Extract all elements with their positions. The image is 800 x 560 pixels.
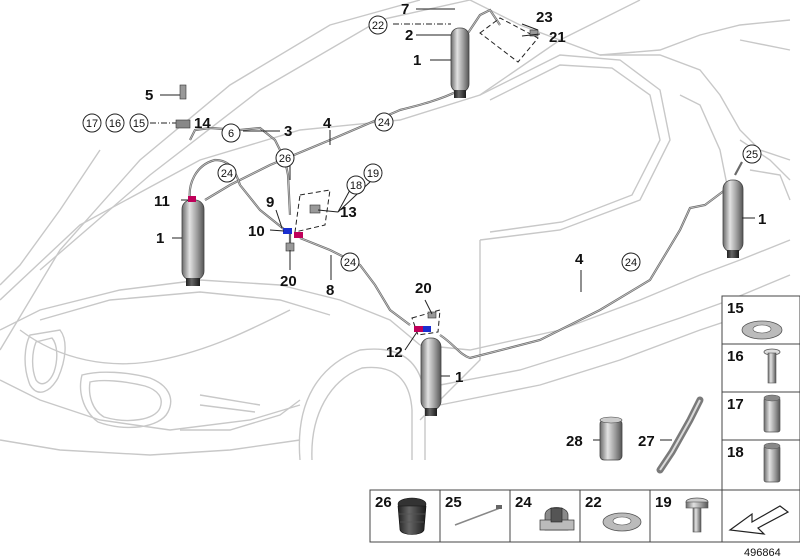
bottom-legend: 26 25 24 22 19 xyxy=(369,489,800,543)
circled-callouts: 22 17 16 15 6 24 26 24 19 18 24 24 25 xyxy=(82,15,762,272)
callout-9: 9 xyxy=(266,194,274,211)
callout-15: 15 xyxy=(133,118,145,130)
callout-17: 17 xyxy=(86,118,98,130)
air-line-routing xyxy=(188,8,743,360)
arrow-symbol-icon xyxy=(728,505,790,535)
callout-1-front-left: 1 xyxy=(156,230,164,247)
part-28-sleeve xyxy=(599,416,623,461)
rivet-nut-part-17 xyxy=(763,394,781,433)
callout-5: 5 xyxy=(145,87,153,104)
callout-19: 19 xyxy=(367,168,379,180)
callout-28: 28 xyxy=(566,433,583,450)
callout-4-lower: 4 xyxy=(575,251,584,268)
rivet-nut-part-18 xyxy=(763,442,781,483)
air-spring-strut-front-right xyxy=(420,337,442,416)
callout-22: 22 xyxy=(372,20,384,32)
diagram-reference-number: 496864 xyxy=(744,547,781,559)
legend-label-26: 26 xyxy=(375,494,392,511)
legend-label-16: 16 xyxy=(727,348,744,365)
line-connectors xyxy=(175,29,539,332)
callout-21: 21 xyxy=(549,29,566,46)
callout-4-upper: 4 xyxy=(323,115,332,132)
car-outline xyxy=(0,0,791,461)
bolt-part-19 xyxy=(685,497,709,533)
washer-part-15 xyxy=(741,320,783,340)
callout-1-rear-upper: 1 xyxy=(413,52,421,69)
callout-20-left: 20 xyxy=(280,273,297,290)
callout-11: 11 xyxy=(154,193,170,210)
callout-25: 25 xyxy=(746,149,758,161)
legend-label-15: 15 xyxy=(727,300,744,317)
callout-18: 18 xyxy=(350,180,362,192)
callout-1-front-right: 1 xyxy=(455,369,463,386)
legend-label-18: 18 xyxy=(727,444,744,461)
washer-part-22 xyxy=(602,512,642,532)
air-spring-strut-rear-upper xyxy=(450,27,470,98)
screw-part-16 xyxy=(763,348,781,384)
air-spring-strut-rear-right xyxy=(722,179,744,258)
callout-1-rear-right: 1 xyxy=(758,211,766,228)
grommet-part-26 xyxy=(397,497,427,535)
callout-7: 7 xyxy=(401,1,409,18)
callout-10: 10 xyxy=(248,223,265,240)
cable-tie-part-25 xyxy=(454,505,502,526)
air-spring-strut-front-left xyxy=(181,199,205,286)
callout-6: 6 xyxy=(228,128,234,140)
legend-label-25: 25 xyxy=(445,494,462,511)
legend-label-19: 19 xyxy=(655,494,672,511)
part-27-connector xyxy=(656,396,704,474)
callout-labels: 7 2 1 23 21 5 14 3 4 11 1 9 10 13 20 8 2… xyxy=(145,1,766,450)
callout-24-mid: 24 xyxy=(344,257,356,269)
callout-23: 23 xyxy=(536,9,553,26)
callout-27: 27 xyxy=(638,433,655,450)
callout-24-right: 24 xyxy=(625,257,637,269)
legend-label-22: 22 xyxy=(585,494,602,511)
callout-16: 16 xyxy=(109,118,121,130)
callout-13: 13 xyxy=(340,204,357,221)
callout-14: 14 xyxy=(194,115,211,132)
callout-8: 8 xyxy=(326,282,334,299)
callout-12: 12 xyxy=(386,344,403,361)
callout-24-left: 24 xyxy=(221,168,233,180)
callout-3: 3 xyxy=(284,123,292,140)
clip-part-24 xyxy=(539,507,575,531)
callout-24-upper: 24 xyxy=(378,117,390,129)
callout-2: 2 xyxy=(405,27,413,44)
callout-26: 26 xyxy=(279,153,291,165)
side-legend: 15 16 17 18 xyxy=(721,295,800,491)
legend-label-24: 24 xyxy=(515,494,532,511)
legend-label-17: 17 xyxy=(727,396,744,413)
callout-20-right: 20 xyxy=(415,280,432,297)
